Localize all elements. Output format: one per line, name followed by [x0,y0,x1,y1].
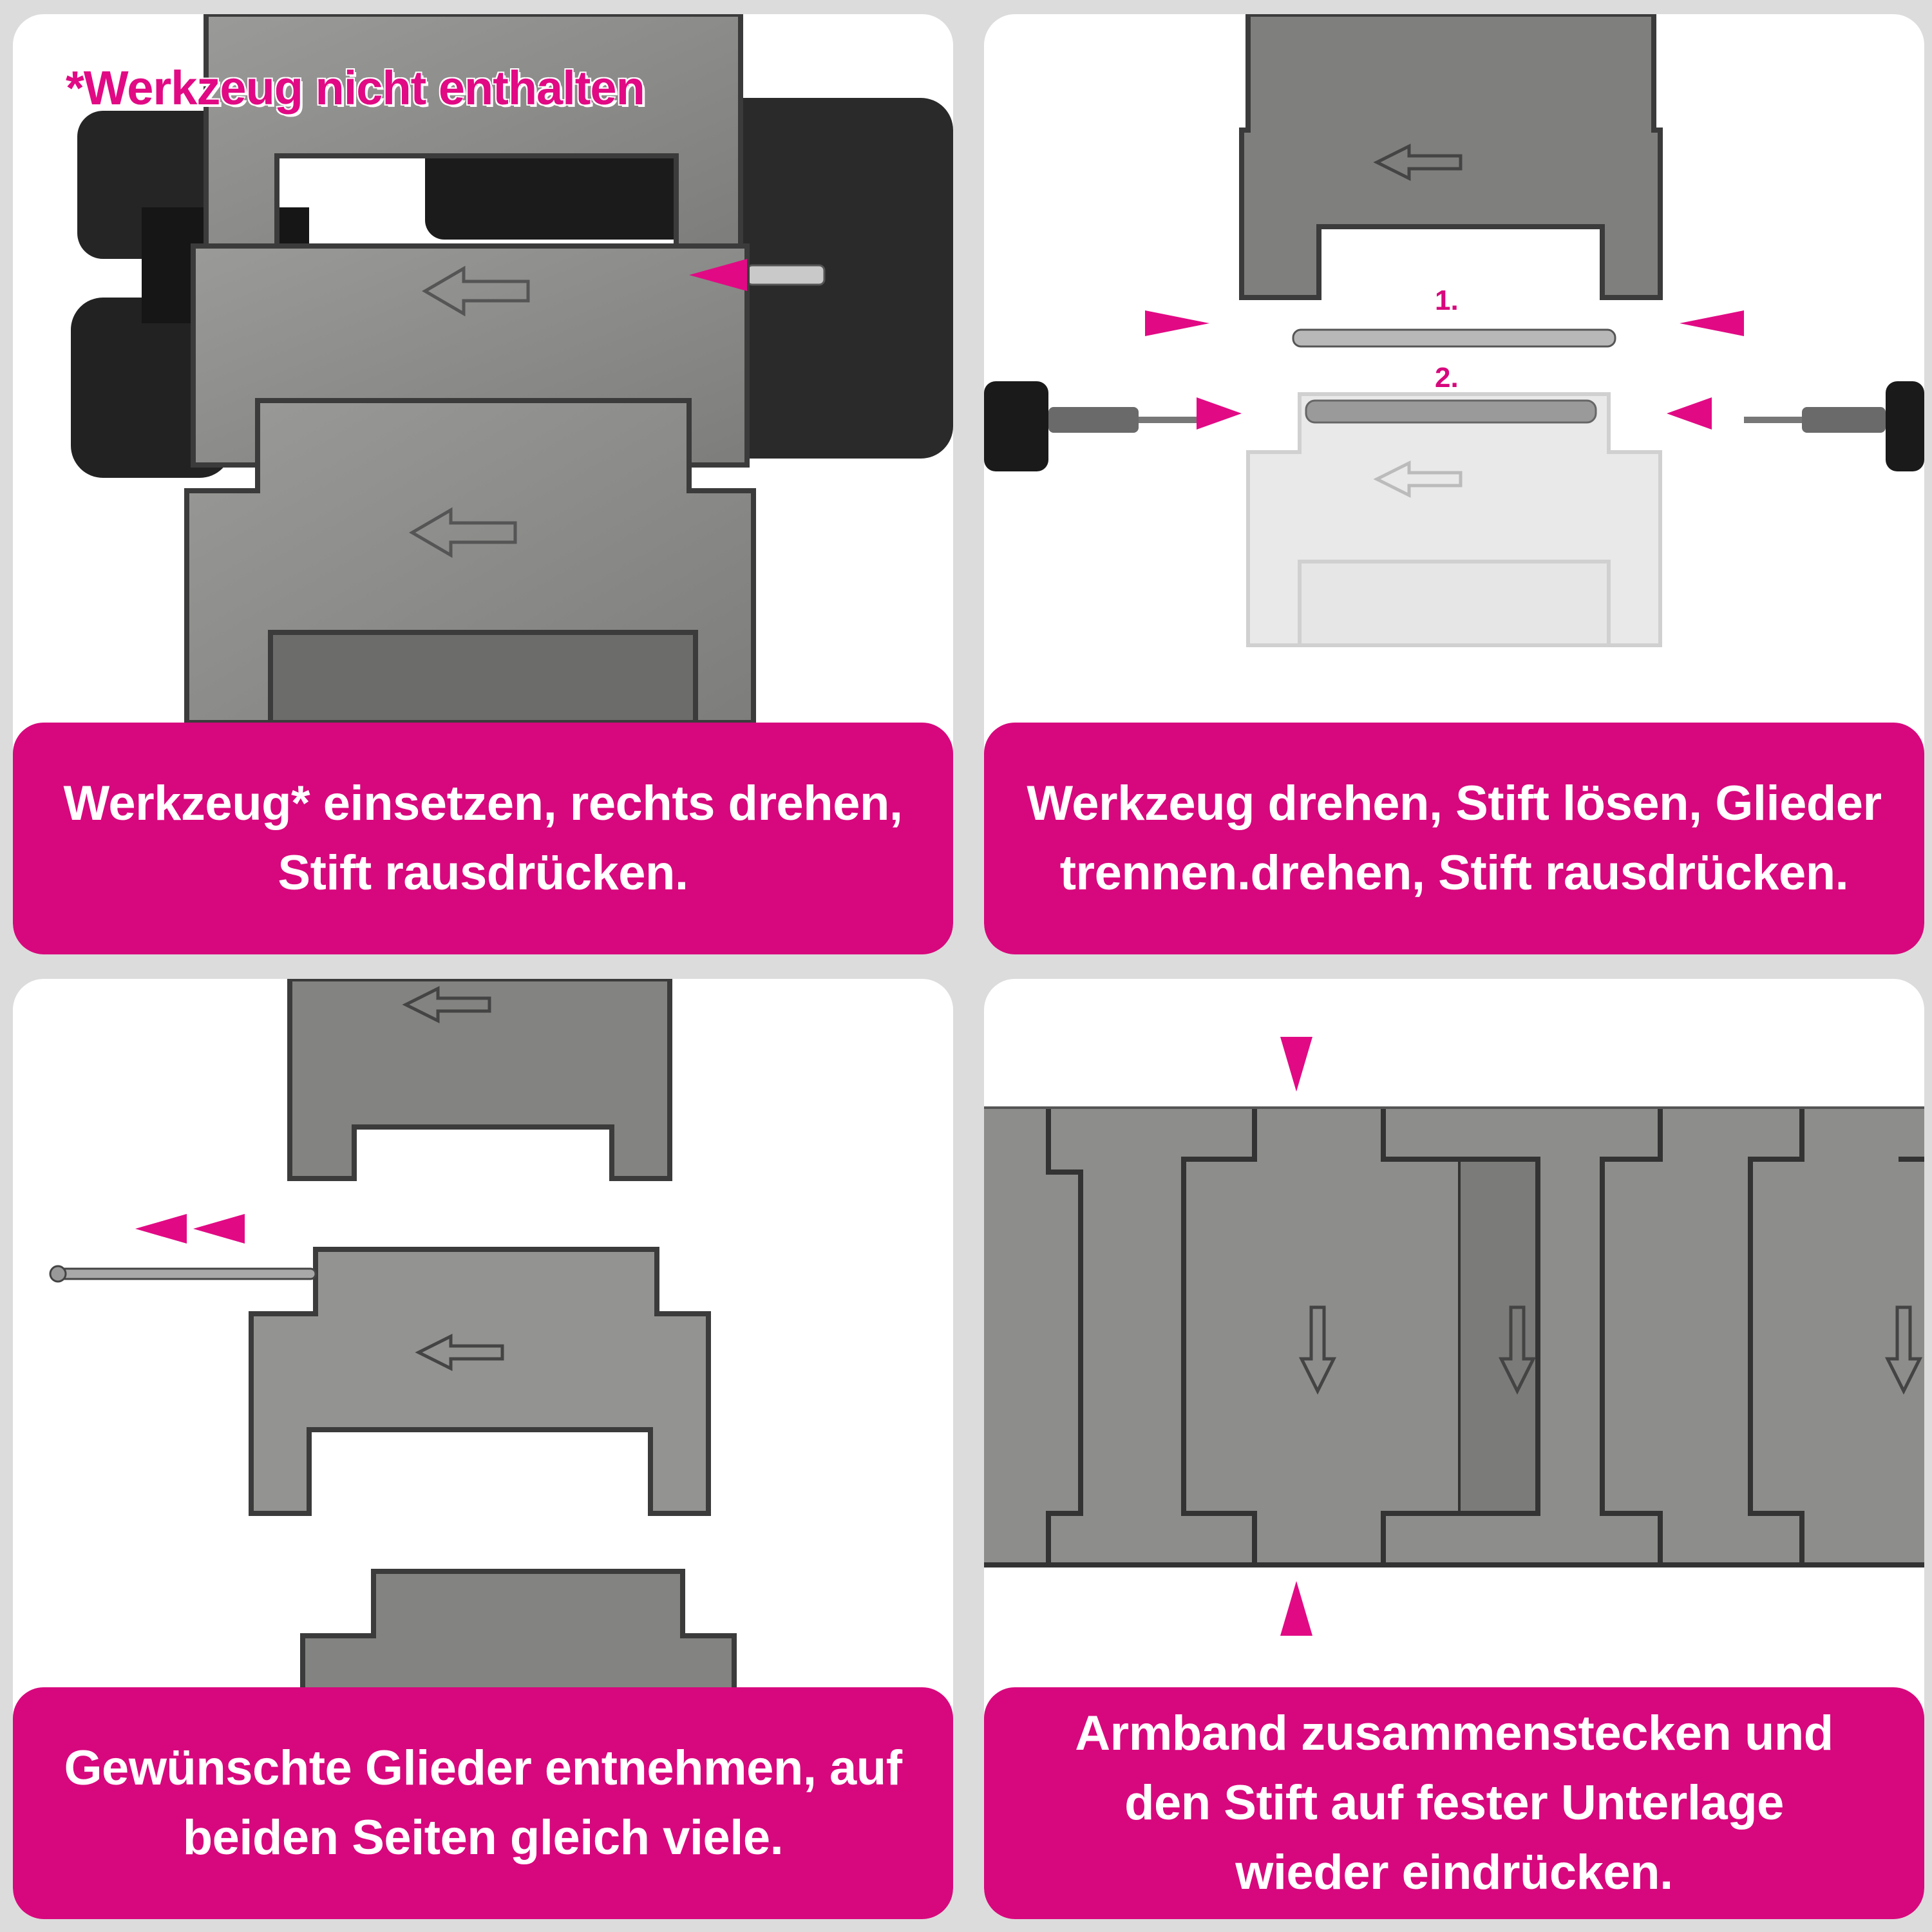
step-2-caption: Werkzeug drehen, Stift lösen, Glieder tr… [984,723,1924,954]
tool-not-included-note: *Werkzeug nicht enthalten [66,61,645,115]
step-2-caption-text: Werkzeug drehen, Stift lösen, Glieder tr… [1027,776,1882,900]
step-panel-4: Armband zusammenstecken und den Stift au… [984,979,1924,1919]
step-1-caption: Werkzeug* einsetzen, rechts drehen, Stif… [13,723,953,954]
step-panel-3: Gewünschte Glieder entnehmen, auf beiden… [13,979,953,1919]
step-4-caption: Armband zusammenstecken und den Stift au… [984,1687,1924,1919]
pin-removal-illustration [984,14,1924,647]
step-panel-2: 1. 2. Werkzeug drehen, Stift lösen, Glie… [984,14,1924,954]
step-3-caption-text: Gewünschte Glieder entnehmen, auf beiden… [64,1741,902,1865]
reassembled-bracelet-illustration [984,1037,1924,1636]
bracelet-tool-photo [71,14,953,725]
step-number-1: 1. [1435,285,1459,316]
step-4-caption-text: Armband zusammenstecken und den Stift au… [1075,1706,1833,1900]
step-1-caption-text: Werkzeug* einsetzen, rechts drehen, Stif… [63,776,903,900]
step-number-2: 2. [1435,362,1459,393]
step-3-caption: Gewünschte Glieder entnehmen, auf beiden… [13,1687,953,1919]
step-panel-1: *Werkzeug nicht enthalten Werkzeug* eins… [13,14,953,954]
